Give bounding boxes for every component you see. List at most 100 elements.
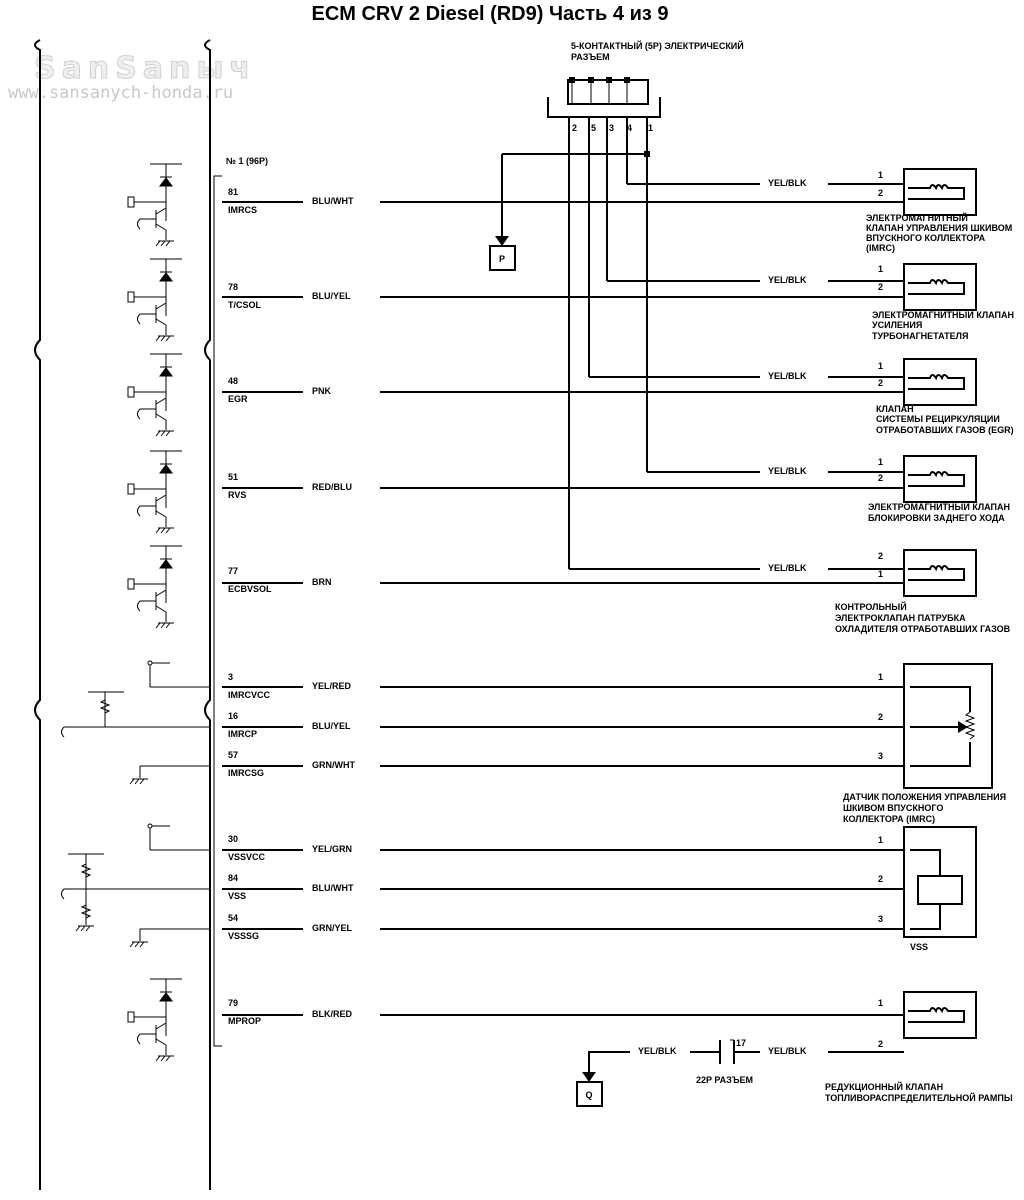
component-label: ЭЛЕКТРОМАГНИТНЫЙ КЛАПАН xyxy=(868,501,1010,512)
wire-color-label: YEL/BLK xyxy=(768,563,807,573)
ecm-connector-bracket xyxy=(213,175,222,1047)
solenoid-egr xyxy=(903,358,977,406)
component-pin: 2 xyxy=(878,551,883,561)
component-label: КОНТРОЛЬНЫЙ xyxy=(835,601,907,612)
wire-color-label: YEL/BLK xyxy=(638,1046,677,1056)
wire-color-label: YEL/GRN xyxy=(312,844,352,854)
component-label: КЛАПАН xyxy=(876,404,914,414)
pin-name: VSSVCC xyxy=(228,852,266,862)
top-connector-pin: 1 xyxy=(648,123,653,133)
pin-number: 16 xyxy=(228,711,238,721)
wire-color-label: BLU/WHT xyxy=(312,196,354,206)
feed-color-labels: YEL/BLK YEL/BLK YEL/BLK YEL/BLK YEL/BLK xyxy=(768,178,807,573)
pin-name: RVS xyxy=(228,490,246,500)
component-pin: 2 xyxy=(878,473,883,483)
top-connector-label-line1: 5-КОНТАКТНЫЙ (5P) ЭЛЕКТРИЧЕСКИЙ xyxy=(571,40,744,51)
connector-22p-label: 22P РАЗЪЕМ xyxy=(696,1075,753,1085)
ecm-pins: 81 IMRCS 78 T/CSOL 48 EGR 51 RVS 77 ECBV… xyxy=(228,187,272,1026)
wire-color-label: YEL/BLK xyxy=(768,178,807,188)
pin-number: 78 xyxy=(228,282,238,292)
component-pin: 3 xyxy=(878,914,883,924)
wire-color-label: RED/BLU xyxy=(312,482,352,492)
component-label: ОТРАБОТАВШИХ ГАЗОВ (EGR) xyxy=(876,425,1014,435)
pin-name: VSS xyxy=(228,891,246,901)
wire-color-label: GRN/YEL xyxy=(312,923,353,933)
top-connector-pin: 5 xyxy=(591,123,596,133)
pin-name: IMRCVCC xyxy=(228,690,270,700)
pin-name: ECBVSOL xyxy=(228,584,272,594)
component-label: КОЛЛЕКТОРА (IMRC) xyxy=(843,814,935,824)
component-labels: ЭЛЕКТРОМАГНИТНЫЙ КЛАПАН УПРАВЛЕНИЯ ШКИВО… xyxy=(825,212,1014,1103)
component-pin-numbers: 1 2 1 2 1 2 1 2 2 1 1 2 3 1 2 3 1 2 xyxy=(878,170,883,1049)
connector-22p-circuit: Q YEL/BLK YEL/BLK 17 22P РАЗЪЕМ xyxy=(576,1038,904,1107)
pin-number: 79 xyxy=(228,998,238,1008)
component-label: ШКИВОМ ВПУСКНОГО xyxy=(843,803,943,813)
component-label: БЛОКИРОВКИ ЗАДНЕГО ХОДА xyxy=(868,513,1005,523)
component-pin: 1 xyxy=(878,457,883,467)
component-label: VSS xyxy=(910,942,928,952)
wire-color-label: BLK/RED xyxy=(312,1009,352,1019)
wire-color-label: YEL/BLK xyxy=(768,275,807,285)
pin-number: 57 xyxy=(228,750,238,760)
pin-name: MPROP xyxy=(228,1016,261,1026)
top-connector-label-line2: РАЗЪЕМ xyxy=(571,52,610,62)
wire-color-label: GRN/WHT xyxy=(312,760,355,770)
component-pin: 1 xyxy=(878,672,883,682)
component-pin: 2 xyxy=(878,1039,883,1049)
pin-number: 84 xyxy=(228,873,238,883)
component-label: ДАТЧИК ПОЛОЖЕНИЯ УПРАВЛЕНИЯ xyxy=(843,792,1006,802)
connector-22p-pin: 17 xyxy=(736,1038,746,1048)
pin-name: T/CSOL xyxy=(228,300,262,310)
solenoid-imrc xyxy=(903,168,977,216)
component-pin: 1 xyxy=(878,569,883,579)
offpage-label-q: Q xyxy=(585,1090,592,1100)
component-label: ТОПЛИВОРАСПРЕДЕЛИТЕЛЬНОЙ РАМПЫ xyxy=(825,1092,1013,1103)
pin-number: 54 xyxy=(228,913,238,923)
imrc-position-sensor xyxy=(903,663,993,789)
component-pin: 3 xyxy=(878,751,883,761)
component-label: ЭЛЕКТРОКЛАПАН ПАТРУБКА xyxy=(835,613,966,623)
ecm-connector-label: № 1 (96P) xyxy=(226,156,268,166)
watermark-url: www.sansanych-honda.ru xyxy=(8,83,233,103)
component-pin: 1 xyxy=(878,361,883,371)
pin-name: IMRCSG xyxy=(228,768,264,778)
solenoid-mprop xyxy=(903,991,977,1039)
wire-color-label: YEL/RED xyxy=(312,681,352,691)
pin-number: 81 xyxy=(228,187,238,197)
pin-name: EGR xyxy=(228,394,248,404)
component-pin: 1 xyxy=(878,264,883,274)
wire-color-label: BRN xyxy=(312,577,332,587)
top-connector-pin: 3 xyxy=(609,123,614,133)
wire-color-label: BLU/YEL xyxy=(312,721,351,731)
top-connector-pin: 4 xyxy=(627,123,632,133)
ecm-box-right-edge xyxy=(204,39,211,1190)
component-label: ЭЛЕКТРОМАГНИТНЫЙ xyxy=(866,212,968,223)
wire-color-labels: BLU/WHT BLU/YEL PNK RED/BLU BRN YEL/RED … xyxy=(312,196,355,1019)
component-label: КЛАПАН УПРАВЛЕНИЯ ШКИВОМ xyxy=(866,223,1012,233)
pin-number: 77 xyxy=(228,566,238,576)
component-label: ВПУСКНОГО КОЛЛЕКТОРА xyxy=(866,233,986,243)
component-pin: 2 xyxy=(878,874,883,884)
signal-wires xyxy=(222,201,904,1016)
component-pin: 1 xyxy=(878,835,883,845)
pin-name: VSSSG xyxy=(228,931,259,941)
wire-color-label: BLU/YEL xyxy=(312,291,351,301)
component-label: ТУРБОНАГНЕТАТЕЛЯ xyxy=(872,331,968,341)
pin-number: 51 xyxy=(228,472,238,482)
top-connector-pin: 2 xyxy=(572,123,577,133)
component-label: ЭЛЕКТРОМАГНИТНЫЙ КЛАПАН xyxy=(872,309,1014,320)
offpage-label-p: P xyxy=(499,254,505,264)
vss-sensor xyxy=(903,826,977,938)
wire-color-label: YEL/BLK xyxy=(768,371,807,381)
feed-wires xyxy=(501,117,904,570)
component-label: УСИЛЕНИЯ xyxy=(872,320,922,330)
component-label: СИСТЕМЫ РЕЦИРКУЛЯЦИИ xyxy=(876,414,1000,424)
diagram-title: ECM CRV 2 Diesel (RD9) Часть 4 из 9 xyxy=(311,3,668,25)
splice-point xyxy=(644,151,650,157)
pin-name: IMRCP xyxy=(228,729,257,739)
offpage-connector-p xyxy=(489,245,516,271)
solenoid-rvs xyxy=(903,455,977,503)
pin-name: IMRCS xyxy=(228,205,257,215)
wire-color-label: BLU/WHT xyxy=(312,883,354,893)
component-pin: 1 xyxy=(878,998,883,1008)
